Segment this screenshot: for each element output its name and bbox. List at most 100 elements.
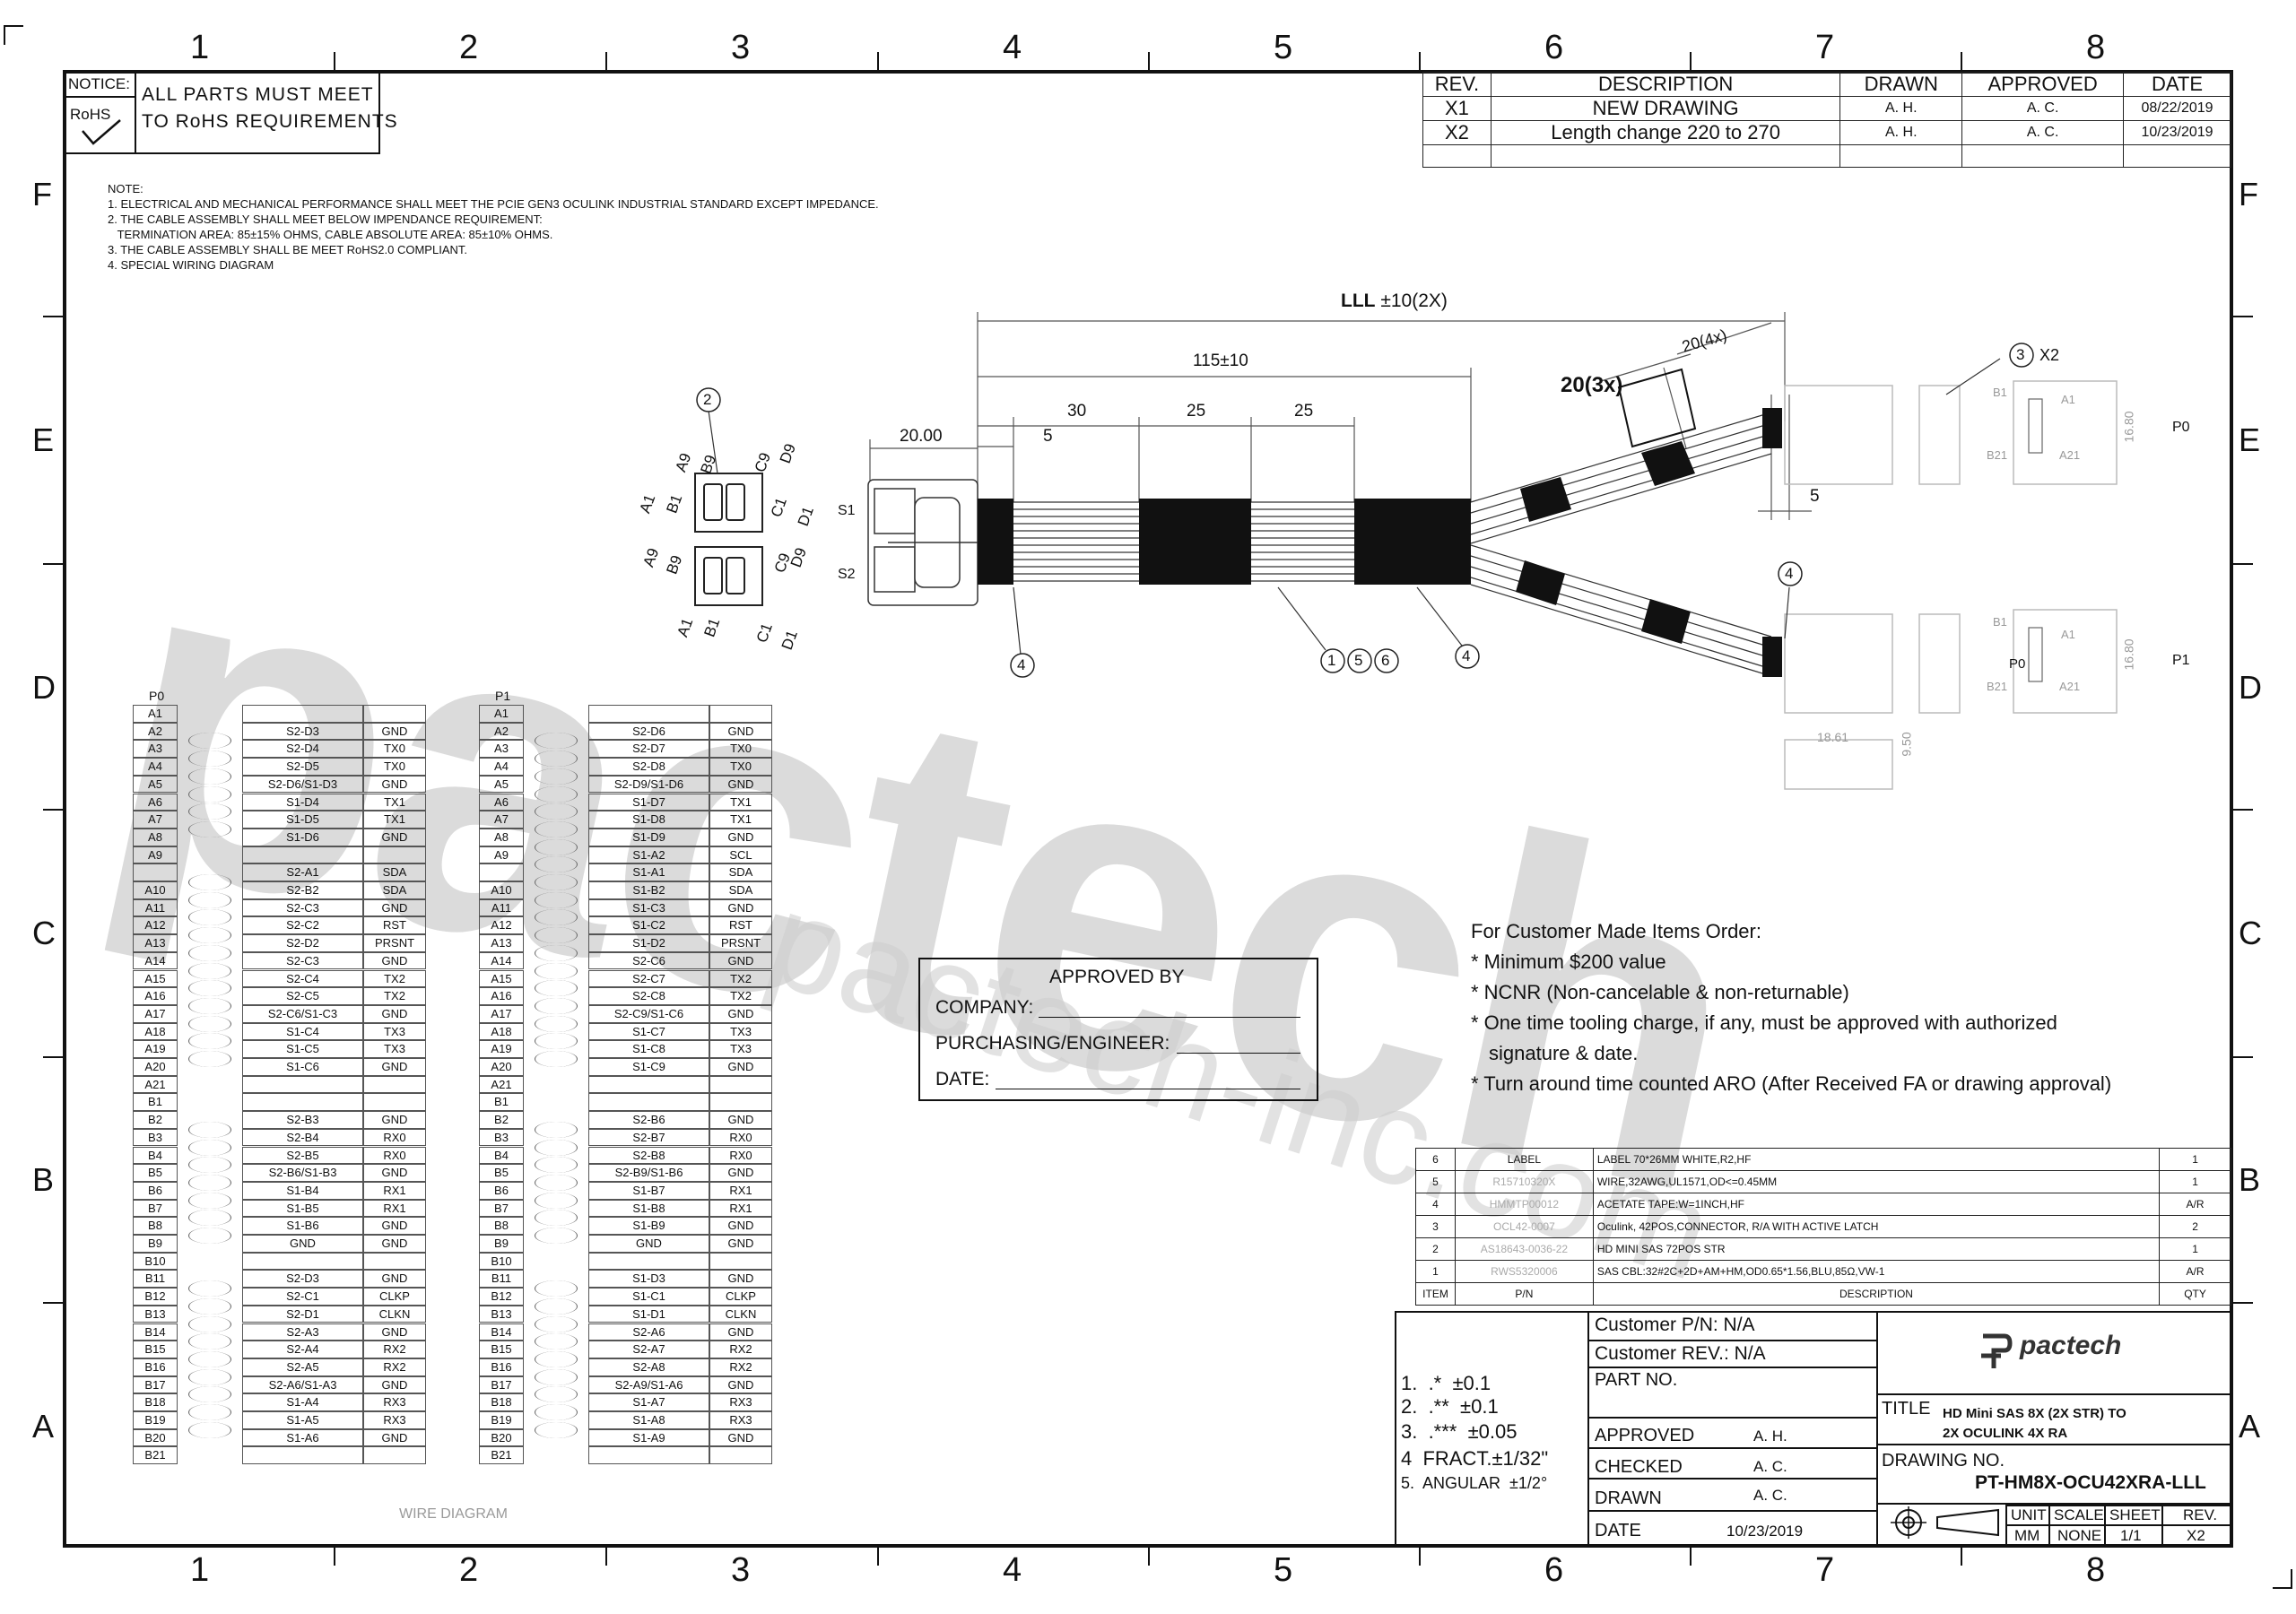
pin-cell: B18 — [133, 1393, 178, 1411]
pin-cell: B15 — [479, 1341, 524, 1358]
function-cell: GND — [363, 898, 426, 917]
drawn-value: A. C. — [1753, 1487, 1787, 1504]
pactech-logo-text: pactech — [2020, 1331, 2122, 1360]
zone-tick-top-4 — [1419, 52, 1421, 70]
pin-cell: A11 — [133, 898, 178, 917]
pin-cell — [133, 863, 178, 881]
wire-pair-icon — [535, 1228, 578, 1244]
tb-hline-mid-4 — [1587, 1478, 1876, 1480]
bom-cell: HMMTP00012 — [1454, 1193, 1594, 1216]
wiring-right-header: P1 — [495, 689, 511, 703]
signal-cell: S2-D7 — [588, 740, 709, 759]
bom-cell: ACETATE TAPE:W=1INCH,HF — [1592, 1193, 2161, 1216]
function-cell: GND — [709, 1270, 772, 1289]
zone-row-right-B: B — [2239, 1161, 2261, 1198]
pin-cell: A4 — [479, 758, 524, 776]
title-line-2: 2X OCULINK 4X RA — [1943, 1426, 2068, 1441]
zone-col-top-1: 1 — [190, 29, 210, 66]
zone-row-right-A: A — [2239, 1408, 2261, 1445]
wire-pair-icon — [535, 1033, 578, 1050]
checked-label: CHECKED — [1595, 1457, 1683, 1477]
wire-pair-icon — [188, 803, 231, 820]
rohs-label: RoHS — [70, 106, 111, 123]
pin-cell: A5 — [479, 775, 524, 794]
tb-v1 — [1587, 1311, 1589, 1546]
rev-cell-empty — [1961, 144, 2125, 168]
pin-cell: B21 — [133, 1446, 178, 1465]
pin-cell: B4 — [133, 1146, 178, 1165]
title-label: TITLE — [1882, 1399, 1931, 1419]
pin-cell: A10 — [479, 881, 524, 899]
function-cell: RX3 — [363, 1411, 426, 1429]
bom-header-cell: ITEM — [1415, 1282, 1456, 1306]
zone-col-bottom-8: 8 — [2086, 1551, 2106, 1589]
wire-pair-icon — [535, 1315, 578, 1332]
wire-pair-icon — [188, 997, 231, 1014]
signal-cell: S1-A7 — [588, 1393, 709, 1411]
zone-col-bottom-3: 3 — [731, 1551, 751, 1589]
bom-header-cell: P/N — [1454, 1282, 1594, 1306]
function-cell: CLKN — [363, 1305, 426, 1323]
wire-pair-icon — [535, 1297, 578, 1315]
pin-b1-top: B1 — [1993, 386, 2007, 399]
bom-cell: SAS CBL:32#2C+2D+AM+HM,OD0.65*1.56,BLU,8… — [1592, 1260, 2161, 1283]
wire-pair-icon — [535, 944, 578, 961]
approval-title: APPROVED BY — [1049, 967, 1185, 987]
drawing-border — [63, 70, 2233, 1548]
signal-cell: S1-B6 — [242, 1217, 363, 1235]
pin-cell: A15 — [479, 969, 524, 988]
function-cell: GND — [709, 1111, 772, 1129]
signal-cell: S2-C9/S1-C6 — [588, 1004, 709, 1023]
pin-cell: B9 — [133, 1235, 178, 1253]
customer-note-line: * NCNR (Non-cancelable & non-returnable) — [1471, 981, 1849, 1003]
pin-cell: A9 — [133, 846, 178, 864]
pin-cell: B8 — [133, 1217, 178, 1235]
wire-pair-icon — [188, 980, 231, 997]
customer-rev: Customer REV.: N/A — [1595, 1343, 1766, 1364]
bom-cell: OCL42-0007 — [1454, 1215, 1594, 1238]
signal-cell: S1-D3 — [588, 1270, 709, 1289]
wire-pair-icon — [188, 1210, 231, 1227]
wire-pair-icon — [188, 1280, 231, 1297]
zone-row-left-F: F — [32, 176, 52, 213]
dim-lll: LLL ±10(2X) — [1341, 291, 1448, 312]
function-cell — [363, 1075, 426, 1094]
function-cell: GND — [363, 1217, 426, 1235]
wire-pair-icon — [535, 874, 578, 890]
wire-pair-icon — [535, 927, 578, 944]
wire-pair-icon — [188, 820, 231, 837]
pin-cell: B6 — [479, 1181, 524, 1200]
zone-tick-left-3 — [43, 1056, 63, 1058]
pin-cell: A21 — [479, 1075, 524, 1094]
function-cell: SDA — [709, 881, 772, 899]
signal-cell: S1-D2 — [588, 934, 709, 952]
notice-box — [65, 72, 380, 154]
signal-cell: S2-A6/S1-A3 — [242, 1375, 363, 1394]
signal-cell: S2-B3 — [242, 1111, 363, 1129]
function-cell: CLKP — [709, 1288, 772, 1306]
dim-115: 115±10 — [1193, 351, 1248, 370]
wire-pair-icon — [188, 1139, 231, 1156]
pin-cell: A12 — [133, 916, 178, 935]
function-cell: TX1 — [709, 793, 772, 811]
outer-corner-mark-tl — [4, 25, 23, 45]
function-cell — [363, 846, 426, 864]
signal-cell: S2-C5 — [242, 987, 363, 1005]
zone-tick-bottom-1 — [605, 1548, 607, 1566]
unit-hsep — [2005, 1524, 2231, 1526]
pin-cell: A14 — [133, 951, 178, 970]
function-cell: RX2 — [363, 1341, 426, 1358]
approved-value: A. H. — [1753, 1427, 1787, 1445]
bom-cell: 2 — [2159, 1215, 2231, 1238]
signal-cell: S1-A1 — [588, 863, 709, 881]
pin-cell: A3 — [479, 740, 524, 759]
approval-company-line[interactable] — [1039, 1017, 1300, 1018]
dim-20: 20.00 — [900, 427, 943, 446]
wire-pair-icon — [188, 1174, 231, 1191]
approval-purchasing-line[interactable] — [1177, 1053, 1300, 1054]
signal-cell: S1-D1 — [588, 1305, 709, 1323]
pin-a1-bottom: A1 — [2061, 628, 2075, 641]
pin-b1-bottom: B1 — [1993, 615, 2007, 629]
signal-cell: S1-C8 — [588, 1040, 709, 1058]
pin-cell: B16 — [479, 1358, 524, 1376]
